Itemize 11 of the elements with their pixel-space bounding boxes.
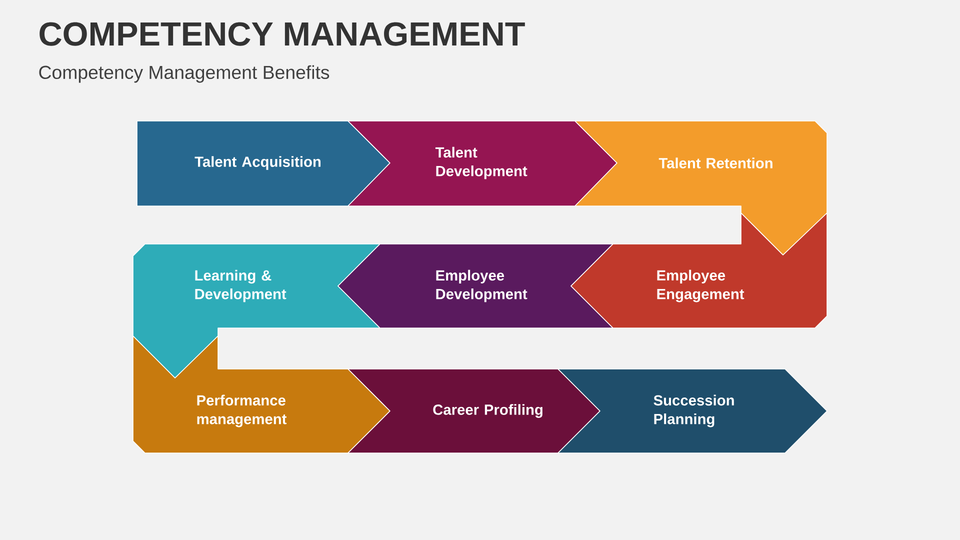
title: COMPETENCY MANAGEMENT: [40, 22, 525, 46]
process-step-box: Career Profiling: [348, 368, 600, 454]
subtitle: Competency Management Benefits: [39, 65, 330, 83]
process-step-box: Employee Engagement: [570, 212, 828, 328]
process-step-box: Talent Acquisition: [136, 120, 390, 206]
process-step-box: Learning & Development: [132, 244, 380, 378]
process-step-box: Talent Development: [348, 120, 618, 206]
process-step-box: Talent Retention: [574, 120, 828, 256]
process-step-box: Employee Development: [338, 244, 614, 328]
process-step-box: Performance management: [132, 336, 390, 454]
process-step-box: Succession Planning: [558, 368, 828, 454]
